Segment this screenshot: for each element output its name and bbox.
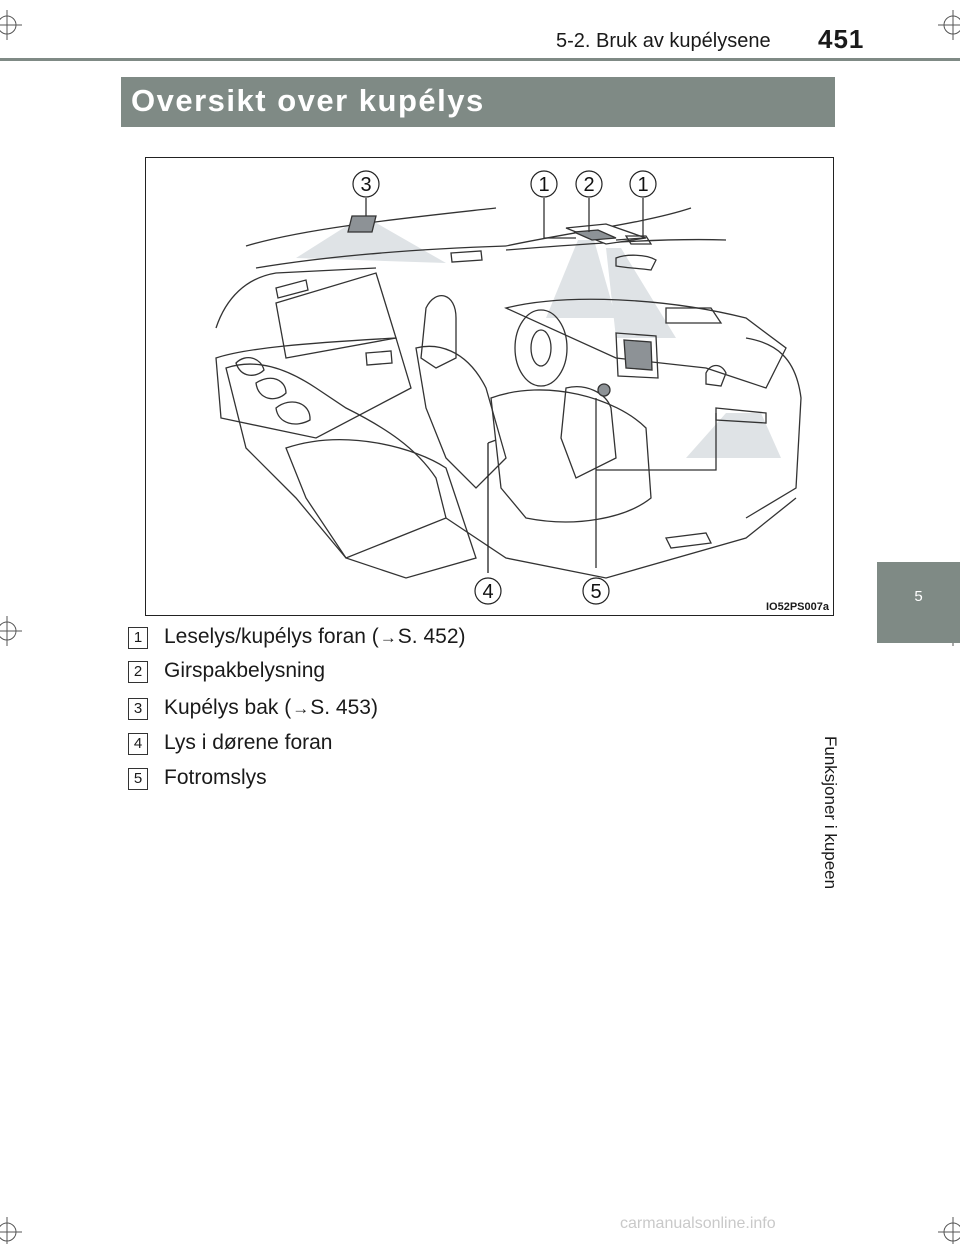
legend-text: Lys i dørene foran: [164, 731, 333, 754]
callout-2: 2: [583, 174, 594, 196]
figure-code: IO52PS007a: [766, 601, 829, 613]
header-rule: [0, 58, 960, 61]
legend-ref[interactable]: S. 453): [310, 696, 378, 719]
legend-number: 2: [128, 661, 148, 683]
callout-5: 5: [590, 581, 601, 603]
legend-text: Fotromslys: [164, 766, 267, 789]
page-number: 451: [818, 24, 865, 54]
legend-text: Girspakbelysning: [164, 659, 326, 682]
callout-4: 4: [482, 581, 493, 603]
callout-1a: 1: [538, 174, 549, 196]
interior-lights-figure: 3 1 2 1 4 5 IO52PS007a: [145, 157, 834, 616]
footer-watermark: carmanualsonline.info: [620, 1215, 776, 1232]
title-bar: Oversikt over kupélys: [121, 77, 835, 127]
legend-ref[interactable]: S. 452): [397, 625, 466, 648]
arrow-icon: →: [292, 699, 310, 718]
callout-3: 3: [360, 174, 371, 196]
arrow-icon: →: [379, 628, 397, 647]
legend-number: 1: [128, 627, 148, 649]
chapter-side-title: Funksjoner i kupeen: [816, 736, 840, 936]
legend-number: 3: [128, 698, 148, 720]
car-interior-illustration: 3 1 2 1 4 5: [215, 170, 802, 605]
legend-text: Leselys/kupélys foran (: [164, 625, 379, 648]
legend-number: 4: [128, 733, 148, 755]
legend-text: Kupélys bak (: [164, 696, 292, 719]
legend-number: 5: [128, 768, 148, 790]
chapter-number: 5: [914, 588, 923, 605]
chapter-title: Funksjoner i kupeen: [821, 736, 840, 890]
chapter-tab: 5: [877, 562, 960, 643]
page-title: Oversikt over kupélys: [131, 83, 485, 118]
callout-1b: 1: [637, 174, 648, 196]
section-label: 5-2. Bruk av kupélysene: [556, 30, 771, 52]
